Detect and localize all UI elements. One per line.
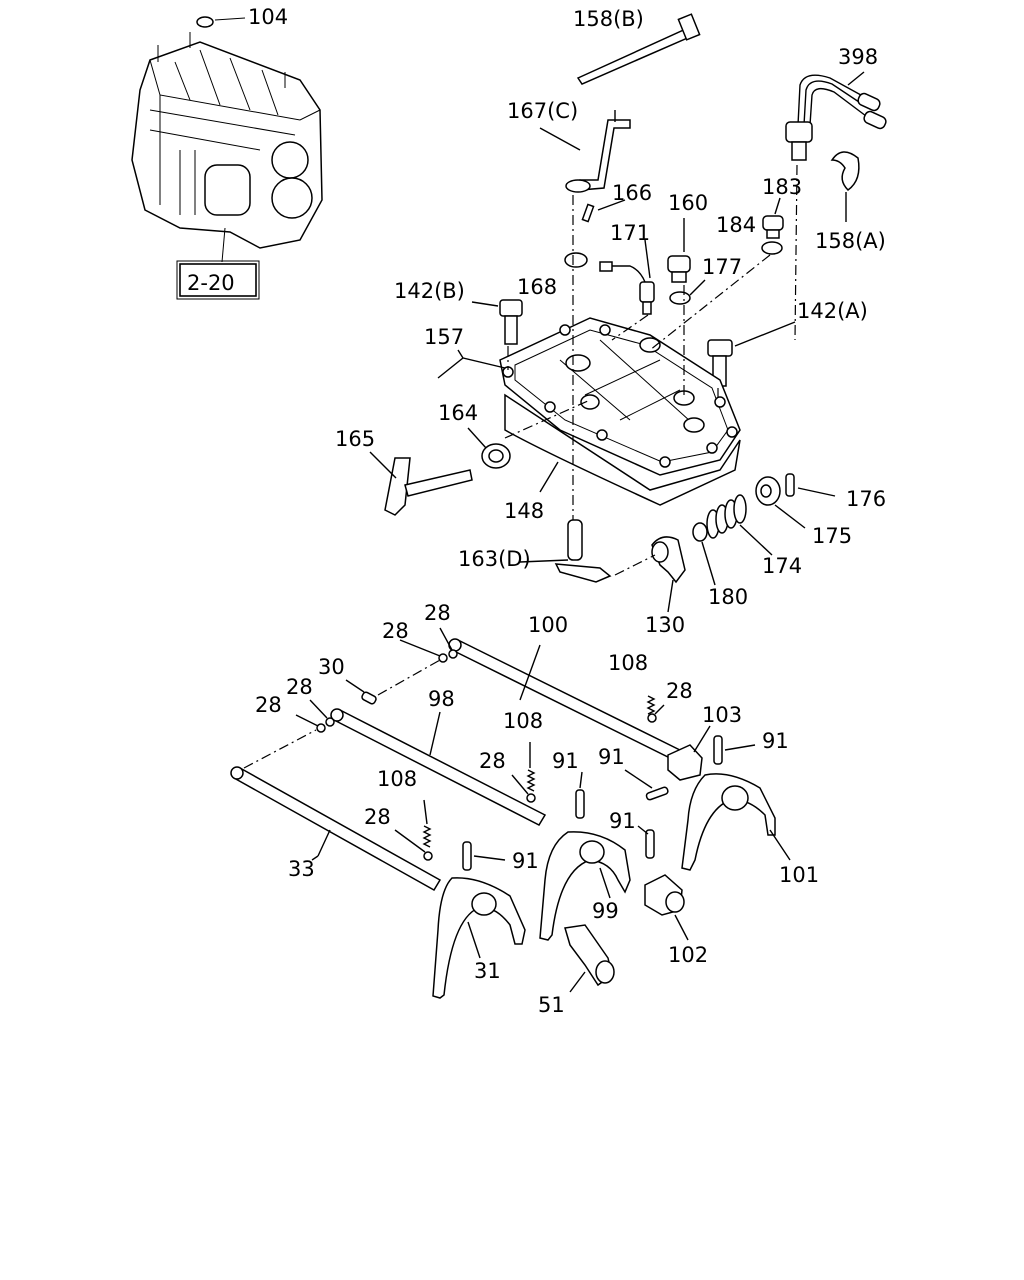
detent-130: [651, 536, 686, 613]
label-99: 99: [592, 899, 619, 923]
seal-164: [467, 427, 511, 469]
label-91-a: 91: [762, 729, 789, 753]
callout-2-20: [176, 260, 260, 300]
label-164: 164: [438, 401, 478, 425]
label-33: 33: [288, 857, 315, 881]
label-108-c: 108: [377, 767, 417, 791]
label-157: 157: [424, 325, 464, 349]
label-28-e: 28: [255, 693, 282, 717]
bracket-167c: [539, 110, 631, 193]
label-28-g: 28: [364, 805, 391, 829]
label-176: 176: [846, 487, 886, 511]
rail-33: [230, 766, 442, 892]
washer-168: [564, 252, 588, 268]
dash-lines-bottom: [243, 659, 441, 769]
label-30: 30: [318, 655, 345, 679]
label-51: 51: [538, 993, 565, 1017]
block-103: [667, 725, 711, 781]
plug-183: [762, 197, 784, 239]
label-158a: 158(A): [815, 229, 886, 253]
label-28-f: 28: [479, 749, 506, 773]
block-102: [644, 874, 689, 941]
label-98: 98: [428, 687, 455, 711]
cover-assembly: [499, 317, 741, 506]
label-174: 174: [762, 554, 802, 578]
label-91-e: 91: [512, 849, 539, 873]
leader-148: [539, 461, 559, 493]
label-28-c: 28: [286, 675, 313, 699]
fork-31: [432, 877, 526, 999]
label-100: 100: [528, 613, 568, 637]
transmission-case: [131, 16, 323, 263]
label-91-c: 91: [552, 749, 579, 773]
label-180: 180: [708, 585, 748, 609]
springs-108: [422, 695, 656, 848]
leader-157: [437, 349, 506, 379]
bolt-142b: [471, 299, 523, 345]
fork-99: [539, 831, 631, 941]
label-166: 166: [612, 181, 652, 205]
washer-180: [692, 522, 716, 586]
washer-177: [669, 279, 706, 305]
harness-398: [785, 71, 887, 161]
label-142b: 142(B): [394, 279, 465, 303]
spring-174: [706, 494, 773, 556]
label-91-d: 91: [609, 809, 636, 833]
plug-160: [667, 218, 691, 283]
leaders-28: [295, 627, 665, 853]
lever-165: [369, 451, 473, 516]
label-102: 102: [668, 943, 708, 967]
pins-91: [462, 735, 756, 871]
pin-176: [785, 473, 836, 497]
label-31: 31: [474, 959, 501, 983]
washer-184: [761, 241, 783, 255]
label-104: 104: [248, 5, 288, 29]
shaft-163d: [519, 519, 612, 583]
callout-labels: 104 2-20 158(B) 398 167(C) 166 160 183 1…: [187, 5, 886, 1017]
balls-28: [316, 649, 657, 861]
label-167c: 167(C): [507, 99, 578, 123]
label-28-d: 28: [666, 679, 693, 703]
label-158b: 158(B): [573, 7, 644, 31]
label-183: 183: [762, 175, 802, 199]
label-108-a: 108: [608, 651, 648, 675]
label-108-b: 108: [503, 709, 543, 733]
label-398: 398: [838, 45, 878, 69]
label-28-b: 28: [382, 619, 409, 643]
label-148: 148: [504, 499, 544, 523]
pin-30: [345, 679, 377, 705]
plug-175: [755, 476, 806, 529]
part-51: [564, 924, 615, 993]
label-165: 165: [335, 427, 375, 451]
fork-101: [681, 773, 791, 871]
label-184: 184: [716, 213, 756, 237]
clamp-158a: [830, 151, 860, 222]
label-103: 103: [702, 703, 742, 727]
label-160: 160: [668, 191, 708, 215]
label-171: 171: [610, 221, 650, 245]
label-163d: 163(D): [458, 547, 531, 571]
label-130: 130: [645, 613, 685, 637]
label-142a: 142(A): [797, 299, 868, 323]
label-168: 168: [517, 275, 557, 299]
label-175: 175: [812, 524, 852, 548]
bolt-142a: [707, 321, 796, 387]
dash-lines-top: [504, 164, 798, 576]
label-101: 101: [779, 863, 819, 887]
label-28-a: 28: [424, 601, 451, 625]
switch-171: [599, 239, 655, 315]
label-2-20: 2-20: [187, 271, 235, 295]
rail-100: [448, 638, 692, 766]
cable-tie-158b: [576, 13, 701, 85]
bolt-166: [581, 199, 626, 223]
leader-33: [311, 855, 319, 861]
label-177: 177: [702, 255, 742, 279]
label-91-b: 91: [598, 745, 625, 769]
rail-98: [330, 708, 547, 826]
